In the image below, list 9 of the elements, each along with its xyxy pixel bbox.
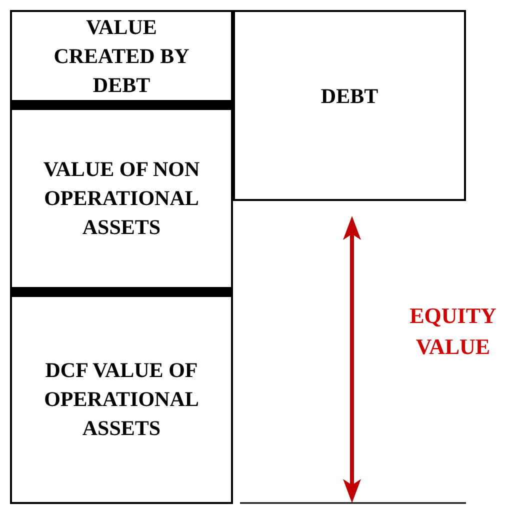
box-text: VALUE OF NON OPERATIONAL ASSETS: [42, 156, 201, 241]
box-text: VALUE CREATED BY DEBT: [52, 14, 190, 98]
value-box: [10, 295, 233, 504]
box-text: DEBT: [320, 83, 380, 110]
value-box: [10, 10, 233, 108]
value-box: [10, 108, 233, 295]
value-box: [233, 10, 466, 201]
dimension-label: EQUITY VALUE: [408, 302, 498, 361]
box-text: DCF VALUE OF OPERATIONAL ASSETS: [43, 357, 200, 442]
